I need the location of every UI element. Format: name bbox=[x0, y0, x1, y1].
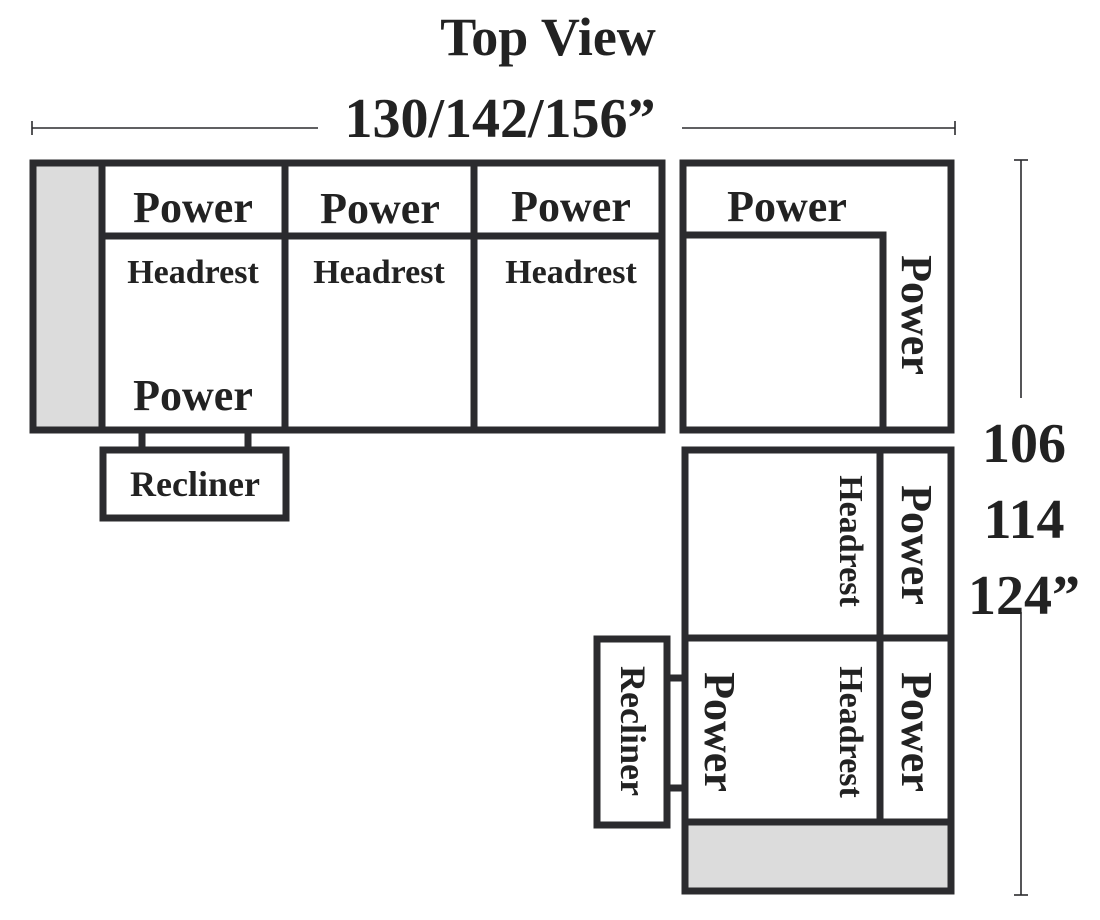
seat-5-headrest-label: Headrest bbox=[832, 666, 869, 798]
right-arm bbox=[681, 818, 955, 895]
recliner-right-label: Recliner bbox=[613, 666, 653, 796]
seat-5-power-label: Power bbox=[892, 672, 941, 792]
corner-frame bbox=[679, 159, 955, 434]
recliner-left-footrest bbox=[99, 446, 290, 522]
seat-4-headrest-label: Headrest bbox=[832, 475, 869, 607]
seat-2-power-label: Power bbox=[320, 184, 440, 233]
depth-dimension-line-1: 106 bbox=[982, 413, 1066, 475]
corner-back-divider bbox=[683, 231, 887, 430]
seat-3-frame bbox=[470, 159, 666, 434]
diagram-title: Top View bbox=[440, 7, 656, 67]
seat-1-footrest-power-label: Power bbox=[133, 371, 253, 420]
recliner-right-footrest bbox=[593, 635, 671, 829]
seat-4-power-label: Power bbox=[892, 485, 941, 605]
left-arm bbox=[29, 159, 106, 434]
seat-1-headrest-label: Headrest bbox=[127, 254, 259, 291]
depth-dimension-line-3: 124” bbox=[968, 565, 1080, 627]
corner-power-top-label: Power bbox=[727, 182, 847, 231]
seat-3-power-label: Power bbox=[511, 182, 631, 231]
width-dimension-label: 130/142/156” bbox=[344, 88, 655, 150]
seat-5-footrest-power-label: Power bbox=[695, 672, 744, 792]
seat-3-headrest-label: Headrest bbox=[505, 254, 637, 291]
seat-2-headrest-label: Headrest bbox=[313, 254, 445, 291]
seat-1-power-label: Power bbox=[133, 183, 253, 232]
corner-power-side-label: Power bbox=[892, 255, 941, 375]
recliner-left-label: Recliner bbox=[130, 464, 260, 504]
depth-dimension-line-2: 114 bbox=[984, 489, 1065, 551]
